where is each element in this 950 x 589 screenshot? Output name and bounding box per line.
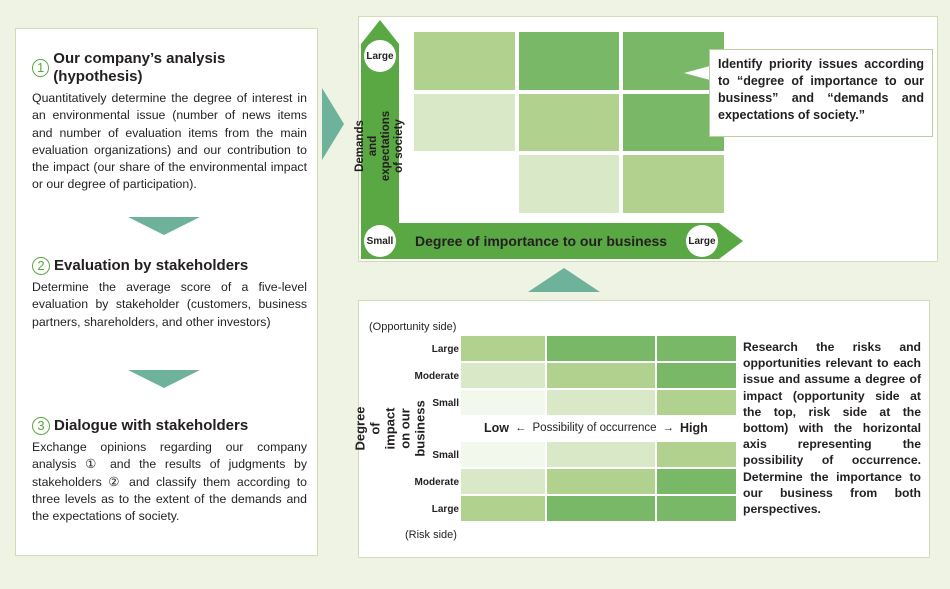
row-label: Large <box>431 344 459 355</box>
matrix-cell <box>518 155 620 213</box>
risk-cell <box>547 496 655 521</box>
row-label: Moderate <box>414 477 459 488</box>
opportunity-cell <box>657 390 736 415</box>
opportunity-cell <box>657 363 736 388</box>
step-2-title: 2 Evaluation by stakeholders <box>32 257 307 275</box>
matrix-cell <box>623 155 724 213</box>
matrix-cell <box>414 32 515 90</box>
step-title-text: Evaluation by stakeholders <box>54 257 249 274</box>
risk-cell <box>657 496 736 521</box>
right-arrow-icon <box>322 88 344 160</box>
row-label: Small <box>432 398 459 409</box>
opportunity-cell <box>657 336 736 361</box>
matrix-cell <box>518 32 620 90</box>
impact-axis-title: Degree of impact on our business <box>353 370 428 486</box>
step-number-badge: 2 <box>32 257 50 275</box>
origin-small-label: Small <box>364 225 396 257</box>
step-1: 1 Our company’s analysis (hypothesis) Qu… <box>32 50 307 194</box>
step-2-body: Determine the average score of a five-le… <box>32 280 307 329</box>
y-axis-title: Demands and expectations of society <box>354 72 405 220</box>
x-axis-arrow-icon <box>719 223 743 259</box>
opportunity-grid <box>461 336 736 415</box>
axis-low-label: Low <box>484 421 509 435</box>
matrix-cell <box>623 93 724 152</box>
risk-side-caption: (Risk side) <box>405 529 457 541</box>
up-arrow-icon <box>528 268 600 292</box>
down-arrow-icon <box>128 370 200 388</box>
matrix-cell <box>518 93 620 152</box>
left-arrow-icon: ← <box>515 422 527 434</box>
step-number-badge: 3 <box>32 417 50 435</box>
row-label: Large <box>431 504 459 515</box>
right-arrow-glyph-icon: → <box>662 422 675 434</box>
process-steps-panel: 1 Our company’s analysis (hypothesis) Qu… <box>15 28 318 556</box>
risk-cell <box>547 442 655 467</box>
step-3-title: 3 Dialogue with stakeholders <box>32 417 307 435</box>
risk-grid <box>461 442 736 521</box>
y-axis-title-text: Demands and expectations of society <box>354 110 406 182</box>
x-axis-large-label: Large <box>686 225 718 257</box>
callout-pointer <box>684 66 710 80</box>
opportunity-cell <box>461 363 545 388</box>
step-3-body: Exchange opinions regarding our company … <box>32 440 307 524</box>
down-arrow-icon <box>128 217 200 235</box>
step-title-text: Our company’s analysis (hypothesis) <box>53 50 226 85</box>
step-3: 3 Dialogue with stakeholders Exchange op… <box>32 417 307 525</box>
opportunity-cell <box>547 363 655 388</box>
risk-cell <box>547 469 655 494</box>
step-title-text: Dialogue with stakeholders <box>54 417 249 434</box>
priority-matrix-grid <box>414 32 724 213</box>
row-label: Small <box>432 450 459 461</box>
x-axis-title: Degree of importance to our business <box>415 233 668 249</box>
risk-cell <box>657 469 736 494</box>
matrix-cell <box>623 32 724 90</box>
risk-cell <box>461 496 545 521</box>
priority-callout: Identify priority issues according to “d… <box>709 49 933 137</box>
risk-opportunity-description: Research the risks and opportunities rel… <box>743 340 921 517</box>
occurrence-axis-label: Possibility of occurrence <box>532 422 657 434</box>
opportunity-cell <box>547 336 655 361</box>
occurrence-axis: Low ← Possibility of occurrence → High <box>484 421 708 435</box>
step-1-body: Quantitatively determine the degree of i… <box>32 91 307 192</box>
row-label: Moderate <box>414 371 459 382</box>
step-2: 2 Evaluation by stakeholders Determine t… <box>32 257 307 331</box>
risk-cell <box>461 469 545 494</box>
matrix-cell <box>414 93 515 152</box>
y-axis-large-label: Large <box>364 40 396 72</box>
matrix-cell <box>414 155 515 213</box>
axis-high-label: High <box>680 421 708 435</box>
opportunity-cell <box>461 336 545 361</box>
opportunity-cell <box>547 390 655 415</box>
risk-cell <box>461 442 545 467</box>
y-axis-bar <box>361 44 399 256</box>
opportunity-cell <box>461 390 545 415</box>
opportunity-side-caption: (Opportunity side) <box>369 321 457 333</box>
step-number-badge: 1 <box>32 59 50 77</box>
risk-cell <box>657 442 736 467</box>
step-1-title: 1 Our company’s analysis (hypothesis) <box>32 50 307 86</box>
x-axis-bar <box>361 223 719 259</box>
